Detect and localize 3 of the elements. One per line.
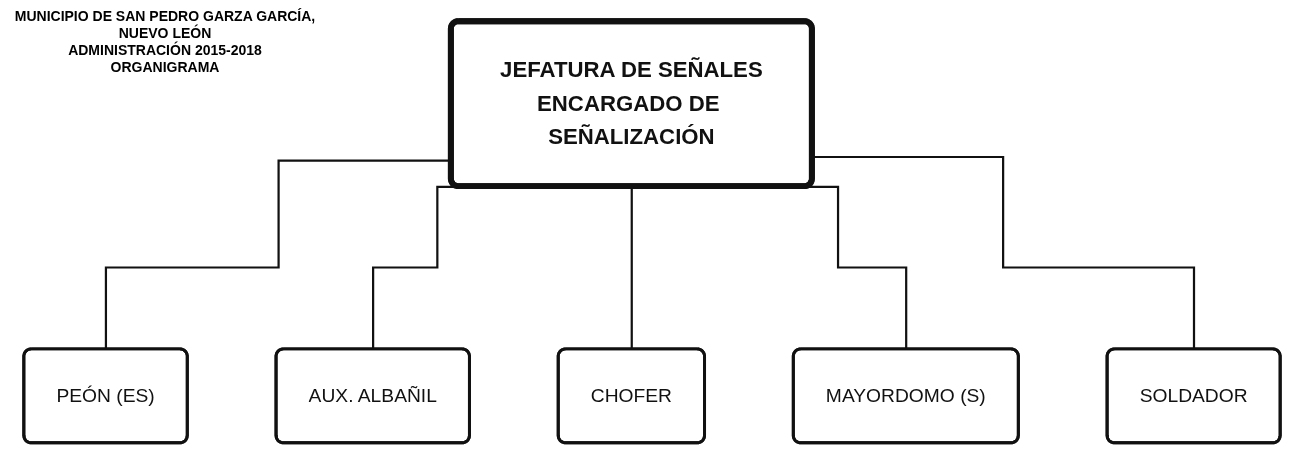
heading-line: ORGANIGRAMA — [109, 59, 221, 76]
diagram-title: MUNICIPIO DE SAN PEDRO GARZA GARCÍA, NUEVO LEÓN — [13, 8, 317, 41]
heading-line: ADMINISTRACIÓN 2015-2018 — [67, 42, 263, 59]
